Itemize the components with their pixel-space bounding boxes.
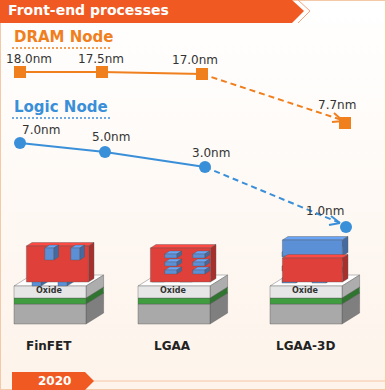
value-label: 17.5nm	[78, 53, 124, 66]
series-heading: Logic Node	[14, 99, 108, 116]
device-face	[270, 298, 342, 304]
device-face	[138, 298, 210, 304]
timeline	[90, 381, 386, 382]
dram-marker	[96, 66, 108, 78]
device-face	[210, 245, 216, 283]
device-name: LGAA-3D	[276, 340, 335, 353]
title-text: Front-end processes	[8, 3, 169, 18]
device-face	[165, 262, 177, 266]
device-name: FinFET	[26, 340, 71, 353]
banner-chevron	[298, 0, 310, 23]
device-face	[14, 304, 86, 324]
device-face	[205, 251, 210, 258]
device-face	[282, 258, 342, 282]
device-face	[80, 245, 85, 260]
device-face	[138, 286, 210, 298]
value-label: 1.0nm	[306, 205, 344, 218]
device-face	[71, 248, 80, 260]
device-face	[342, 237, 348, 257]
year-chevron: 2020	[12, 372, 94, 390]
device-face	[26, 246, 88, 282]
dram-marker	[14, 66, 26, 78]
device-face	[282, 240, 342, 256]
device-face	[193, 262, 205, 266]
device-face	[138, 304, 210, 324]
layer-label: Oxide	[160, 287, 186, 296]
value-label: 7.0nm	[22, 124, 60, 137]
logic-marker	[14, 137, 26, 149]
device-face	[193, 254, 205, 258]
device-face	[205, 267, 210, 274]
device-face	[14, 298, 86, 304]
dram-marker	[196, 68, 208, 80]
device-face	[205, 259, 210, 266]
layer-label: Oxide	[36, 287, 62, 296]
layer-label: Oxide	[292, 287, 318, 296]
year-text: 2020	[12, 372, 94, 390]
device-face	[150, 245, 216, 249]
device-face	[177, 251, 182, 258]
dram-underline	[12, 47, 112, 49]
value-label: 17.0nm	[172, 54, 218, 67]
value-label: 7.7nm	[318, 99, 356, 112]
series-heading: DRAM Node	[14, 29, 114, 46]
logic-underline	[12, 117, 112, 119]
logic-marker	[199, 161, 211, 173]
chevron-fill	[12, 372, 94, 390]
device-face	[270, 286, 342, 298]
device-face	[342, 255, 348, 283]
device-face	[177, 259, 182, 266]
logic-line	[20, 143, 205, 167]
value-label: 3.0nm	[192, 147, 230, 160]
device-face	[150, 248, 210, 282]
dram-marker	[339, 117, 351, 129]
device-face	[282, 255, 348, 259]
dram-dashed	[202, 74, 342, 120]
title-banner	[0, 0, 304, 23]
device-face	[14, 286, 86, 298]
dram-line	[20, 72, 202, 74]
logic-arrow	[329, 223, 340, 225]
device-face	[177, 267, 182, 274]
device-face	[165, 254, 177, 258]
device-name: LGAA	[154, 340, 190, 353]
logic-marker	[99, 146, 111, 158]
device-face	[45, 248, 54, 260]
transistor-illustrations	[14, 237, 360, 325]
device-face	[270, 304, 342, 324]
value-label: 18.0nm	[6, 53, 52, 66]
device-face	[88, 243, 94, 283]
device-face	[54, 245, 59, 260]
device-face	[282, 237, 348, 241]
value-label: 5.0nm	[92, 131, 130, 144]
device-face	[193, 270, 205, 274]
logic-marker	[340, 221, 352, 233]
device-face	[165, 270, 177, 274]
